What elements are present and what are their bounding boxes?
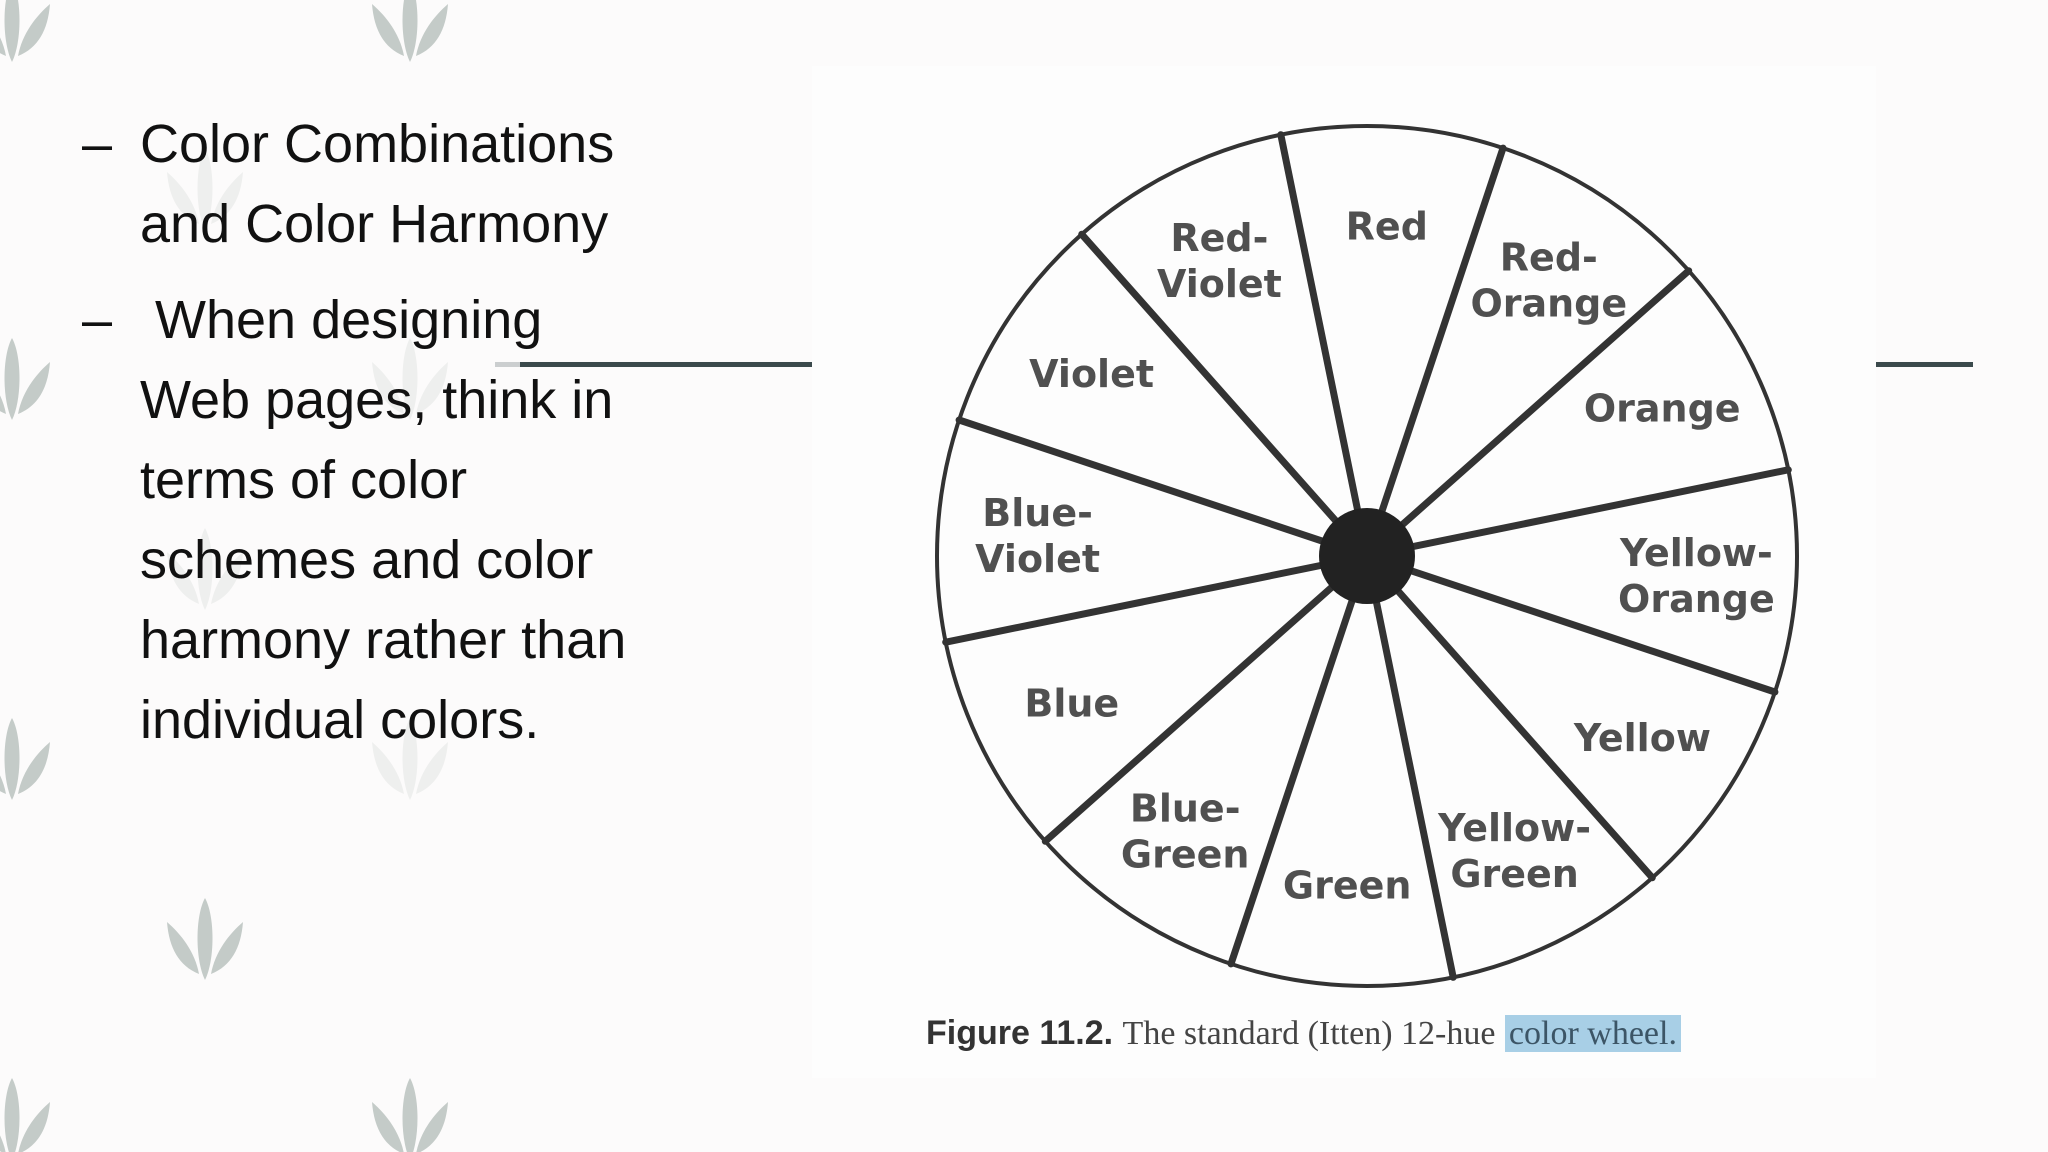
- wheel-spoke: [1363, 552, 1656, 882]
- bullet-marker: –: [82, 290, 113, 350]
- caption-text: The standard (Itten) 12-hue: [1122, 1015, 1496, 1052]
- wheel-segment-label: Red-Violet: [1157, 216, 1282, 306]
- bullet-text: When designing Web pages, think in terms…: [140, 290, 642, 750]
- wheel-spoke: [1363, 267, 1693, 560]
- bullet-item: – Color Combinations and Color Harmony: [80, 104, 660, 264]
- bullet-item: – When designing Web pages, think in ter…: [80, 280, 660, 760]
- wheel-segment-label: Red-Orange: [1470, 236, 1627, 326]
- wheel-hub: [1319, 508, 1415, 604]
- wheel-spoke: [942, 552, 1371, 646]
- bullet-marker: –: [82, 114, 113, 174]
- wheel-segment-label: Blue-Violet: [975, 491, 1100, 581]
- wheel-segment-label: Yellow: [1573, 716, 1711, 760]
- wheel-segment-label: Blue: [1024, 682, 1119, 726]
- wheel-spoke: [1363, 552, 1779, 696]
- wheel-spoke: [1277, 131, 1371, 560]
- wheel-segment-label: Red: [1346, 205, 1428, 249]
- wheel-segment-label: Blue-Green: [1121, 786, 1250, 876]
- wheel-segment-label: Violet: [1029, 352, 1154, 396]
- title-rule-left: [495, 362, 831, 367]
- caption-highlight: color wheel.: [1504, 1015, 1681, 1052]
- wheel-spoke: [1363, 552, 1457, 981]
- bullet-list: – Color Combinations and Color Harmony –…: [80, 104, 660, 776]
- wheel-spoke: [955, 416, 1371, 560]
- wheel-spoke: [1363, 466, 1792, 560]
- wheel-segment-label: Green: [1283, 863, 1412, 907]
- wheel-spoke: [1227, 552, 1371, 968]
- wheel-segment-label: Orange: [1584, 386, 1741, 430]
- title-rule-right: [1876, 362, 1973, 367]
- color-wheel-diagram: RedRed-OrangeOrangeYellow-OrangeYellowYe…: [935, 124, 1799, 988]
- wheel-outline: [935, 124, 1799, 988]
- text-panel: [80, 80, 520, 860]
- wheel-spoke: [1363, 144, 1507, 560]
- bullet-text: Color Combinations and Color Harmony: [140, 114, 615, 254]
- wheel-spoke: [1078, 230, 1371, 560]
- wheel-spoke: [1041, 552, 1371, 845]
- wheel-segment-label: Yellow-Green: [1437, 806, 1591, 896]
- caption-label: Figure 11.2.: [926, 1014, 1114, 1052]
- figure-caption: Figure 11.2. The standard (Itten) 12-hue…: [926, 1014, 1681, 1053]
- wheel-segment-label: Yellow-Orange: [1618, 531, 1775, 621]
